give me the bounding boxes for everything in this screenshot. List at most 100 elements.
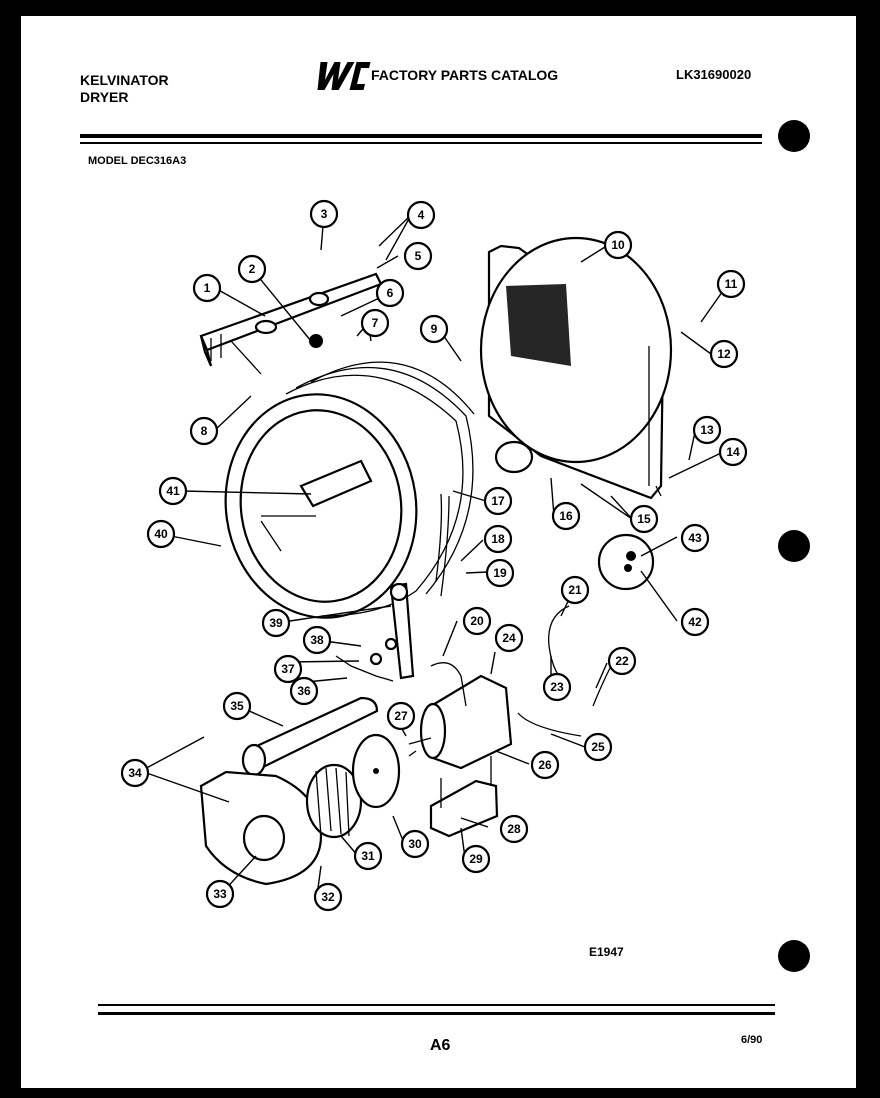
catalog-sheet: KELVINATOR DRYER FACTORY PARTS CATALOG L…: [21, 16, 856, 1088]
svg-text:34: 34: [128, 766, 142, 780]
binder-hole-bottom: [778, 940, 810, 972]
svg-text:17: 17: [491, 494, 505, 508]
model-number: MODEL DEC316A3: [88, 155, 187, 167]
svg-text:40: 40: [154, 527, 168, 541]
page-number: A6: [430, 1037, 451, 1054]
svg-text:43: 43: [688, 531, 702, 545]
callout-17: 17: [483, 486, 513, 516]
svg-text:18: 18: [491, 532, 505, 546]
callout-2: 2: [237, 254, 267, 284]
svg-text:29: 29: [469, 852, 483, 866]
callout-10: 10: [603, 230, 633, 260]
callout-32: 32: [313, 882, 343, 912]
callout-7: 7: [360, 308, 390, 338]
header-rule-thin: [80, 142, 762, 144]
svg-text:42: 42: [688, 615, 702, 629]
svg-text:16: 16: [559, 509, 573, 523]
callout-33: 33: [205, 879, 235, 909]
callout-25: 25: [583, 732, 613, 762]
wci-logo: [317, 62, 371, 90]
callout-30: 30: [400, 829, 430, 859]
callout-37: 37: [273, 654, 303, 684]
callout-43: 43: [680, 523, 710, 553]
svg-text:1: 1: [204, 281, 211, 295]
svg-text:19: 19: [493, 566, 507, 580]
svg-text:24: 24: [502, 631, 516, 645]
catalog-number: LK31690020: [676, 67, 752, 82]
svg-text:10: 10: [611, 238, 625, 252]
callout-11: 11: [716, 269, 746, 299]
callout-15: 15: [629, 504, 659, 534]
callout-36: 36: [289, 676, 319, 706]
callout-9: 9: [419, 314, 449, 344]
callout-28: 28: [499, 814, 529, 844]
svg-text:25: 25: [591, 740, 605, 754]
callout-39: 39: [261, 608, 291, 638]
svg-text:4: 4: [418, 208, 425, 222]
blower-assembly: [199, 696, 401, 886]
front-bracket: [199, 272, 383, 375]
callout-31: 31: [353, 841, 383, 871]
svg-text:2: 2: [249, 262, 256, 276]
svg-text:6: 6: [387, 286, 394, 300]
svg-text:22: 22: [615, 654, 629, 668]
callout-23: 23: [542, 672, 572, 702]
svg-text:8: 8: [201, 424, 208, 438]
callout-22: 22: [607, 646, 637, 676]
callout-40: 40: [146, 519, 176, 549]
svg-text:37: 37: [281, 662, 295, 676]
header-rule-thick: [80, 134, 762, 138]
callout-42: 42: [680, 607, 710, 637]
callout-29: 29: [461, 844, 491, 874]
svg-text:27: 27: [394, 709, 408, 723]
svg-text:21: 21: [568, 583, 582, 597]
binder-hole-top: [778, 120, 810, 152]
svg-text:9: 9: [431, 322, 438, 336]
diagram-code: E1947: [589, 945, 624, 959]
svg-text:31: 31: [361, 849, 375, 863]
callout-4: 4: [406, 200, 436, 230]
footer-rule-thin: [98, 1004, 775, 1006]
svg-text:26: 26: [538, 758, 552, 772]
callout-14: 14: [718, 437, 748, 467]
callout-27: 27: [386, 701, 416, 731]
catalog-title: FACTORY PARTS CATALOG: [371, 67, 559, 83]
svg-text:20: 20: [470, 614, 484, 628]
callout-1: 1: [192, 273, 222, 303]
callout-20: 20: [462, 606, 492, 636]
brand-block: KELVINATOR DRYER: [80, 72, 169, 106]
rear-panel: [479, 236, 673, 500]
callout-34: 34: [120, 758, 150, 788]
exploded-parts-diagram: 1 2 3 4 5 6 7 8 9 10 11 12 13 14 15 16 1…: [120, 199, 748, 912]
callout-3: 3: [309, 199, 339, 229]
callout-5: 5: [403, 241, 433, 271]
svg-text:14: 14: [726, 445, 740, 459]
svg-text:30: 30: [408, 837, 422, 851]
svg-text:15: 15: [637, 512, 651, 526]
svg-text:13: 13: [700, 423, 714, 437]
idler-assembly: [335, 582, 415, 682]
svg-text:11: 11: [725, 277, 738, 291]
callout-19: 19: [485, 558, 515, 588]
footer-rule-thick: [98, 1012, 775, 1015]
callout-24: 24: [494, 623, 524, 653]
callout-35: 35: [222, 691, 252, 721]
thermostat-cover: [597, 533, 655, 591]
svg-text:12: 12: [717, 347, 731, 361]
callout-21: 21: [560, 575, 590, 605]
svg-text:32: 32: [321, 890, 335, 904]
callout-8: 8: [189, 416, 219, 446]
svg-text:23: 23: [550, 680, 564, 694]
callout-38: 38: [302, 625, 332, 655]
callout-12: 12: [709, 339, 739, 369]
callout-13: 13: [692, 415, 722, 445]
svg-text:41: 41: [166, 484, 180, 498]
svg-text:38: 38: [310, 633, 324, 647]
svg-text:5: 5: [415, 249, 422, 263]
drum: [224, 361, 475, 619]
callout-26: 26: [530, 750, 560, 780]
callout-41: 41: [158, 476, 188, 506]
print-date: 6/90: [741, 1034, 763, 1046]
callout-16: 16: [551, 501, 581, 531]
binder-hole-middle: [778, 530, 810, 562]
